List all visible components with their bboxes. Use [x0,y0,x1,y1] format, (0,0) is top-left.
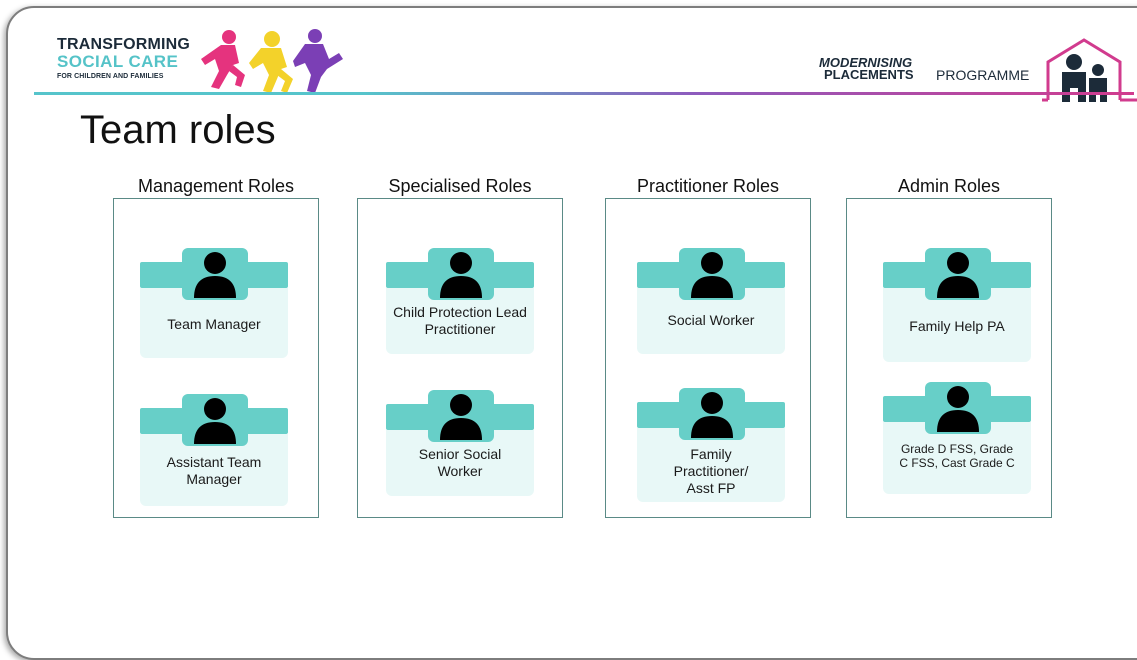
role-label: Child Protection Lead Practitioner [393,304,527,337]
person-icon [937,252,979,298]
avatar [679,248,745,300]
role-card-team-manager: Team Manager [140,248,290,358]
modernising-placements-logo: MODERNISING PLACEMENTS PROGRAMME [814,38,1137,112]
role-label: Assistant Team Manager [166,454,262,487]
header-divider [34,92,1134,95]
role-card-child-protection-lead: Child Protection Lead Practitioner [386,248,536,356]
card-panel [883,288,1031,362]
column-heading-admin: Admin Roles [897,176,1001,196]
avatar [925,248,991,300]
person-icon [194,398,236,444]
role-label: Family Help PA [909,318,1005,334]
role-card-grade-fss: Grade D FSS, Grade C FSS, Cast Grade C [883,382,1033,494]
role-card-family-help-pa: Family Help PA [883,248,1033,362]
page-title: Team roles [80,108,276,152]
card-panel [637,428,785,502]
role-label: Senior Social Worker [418,446,502,479]
card-panel [140,434,288,506]
column-heading-practitioner: Practitioner Roles [636,176,780,196]
avatar [679,388,745,440]
avatar [182,248,248,300]
role-label: Team Manager [167,316,261,332]
logo-right-line1: MODERNISING [819,55,913,70]
house-family-icon [1042,38,1137,102]
avatar [428,248,494,300]
person-icon [937,386,979,432]
card-panel [883,422,1031,494]
avatar [182,394,248,446]
person-icon [691,392,733,438]
person-icon [691,252,733,298]
column-heading-specialised: Specialised Roles [388,176,532,196]
role-card-family-practitioner: Family Practitioner/ Asst FP [637,388,787,502]
avatar [428,390,494,442]
logo-left-line3: FOR CHILDREN AND FAMILIES [57,73,164,80]
logo-right-line3: PROGRAMME [936,67,1030,83]
logo-left-line1: TRANSFORMING [57,36,191,53]
logo-left-line2: SOCIAL CARE [57,52,179,71]
person-icon [194,252,236,298]
role-card-social-worker: Social Worker [637,248,787,354]
running-children-icon [201,29,343,93]
person-icon [440,252,482,298]
role-label: Family Practitioner/ Asst FP [673,446,749,496]
logo-right-line2: PLACEMENTS [824,67,914,82]
role-card-senior-social-worker: Senior Social Worker [386,390,536,498]
avatar [925,382,991,434]
role-label: Social Worker [667,312,755,328]
transforming-social-care-logo: TRANSFORMING SOCIAL CARE FOR CHILDREN AN… [57,29,357,93]
person-icon [440,394,482,440]
column-heading-management: Management Roles [137,176,295,196]
role-card-assistant-team-manager: Assistant Team Manager [140,394,290,506]
role-label: Grade D FSS, Grade C FSS, Cast Grade C [899,442,1015,470]
